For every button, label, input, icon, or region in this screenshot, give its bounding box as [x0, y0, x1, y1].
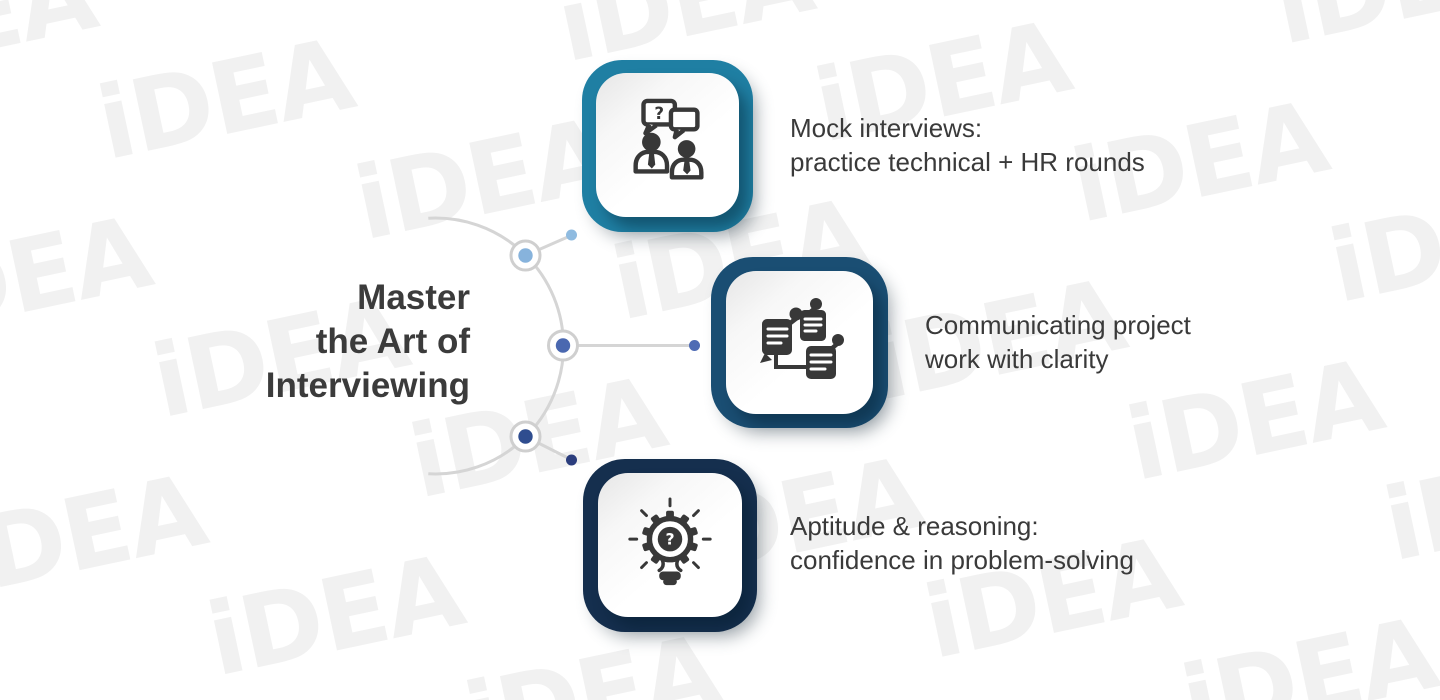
label-aptitude-reasoning: Aptitude & reasoning: confidence in prob… [790, 509, 1134, 577]
label-2-line-2: work with clarity [925, 344, 1109, 374]
bubble-question-glyph: ? [654, 104, 664, 123]
label-3-line-2: confidence in problem-solving [790, 545, 1134, 575]
interview-discussion-icon: ? [632, 98, 704, 180]
label-1-line-1: Mock interviews: [790, 113, 983, 143]
main-title: Master the Art of Interviewing [0, 276, 470, 408]
title-line-2: the Art of [315, 322, 470, 361]
gear-question-bulb-icon: ? [628, 497, 712, 586]
label-mock-interviews: Mock interviews: practice technical + HR… [790, 111, 1145, 179]
label-3-line-1: Aptitude & reasoning: [790, 511, 1039, 541]
title-line-1: Master [357, 278, 470, 317]
gear-question-glyph: ? [665, 530, 674, 549]
card-inner-1: ? [596, 73, 739, 217]
label-communicating-project: Communicating project work with clarity [925, 308, 1191, 376]
card-mock-interviews: ? [582, 60, 753, 232]
document-exchange-icon [759, 297, 844, 379]
card-inner-3: ? [598, 473, 742, 617]
label-1-line-2: practice technical + HR rounds [790, 147, 1145, 177]
card-aptitude-reasoning: ? [583, 459, 757, 632]
title-line-3: Interviewing [265, 366, 470, 405]
card-inner-2 [726, 271, 873, 414]
label-2-line-1: Communicating project [925, 310, 1191, 340]
card-communicating-project [711, 257, 888, 428]
